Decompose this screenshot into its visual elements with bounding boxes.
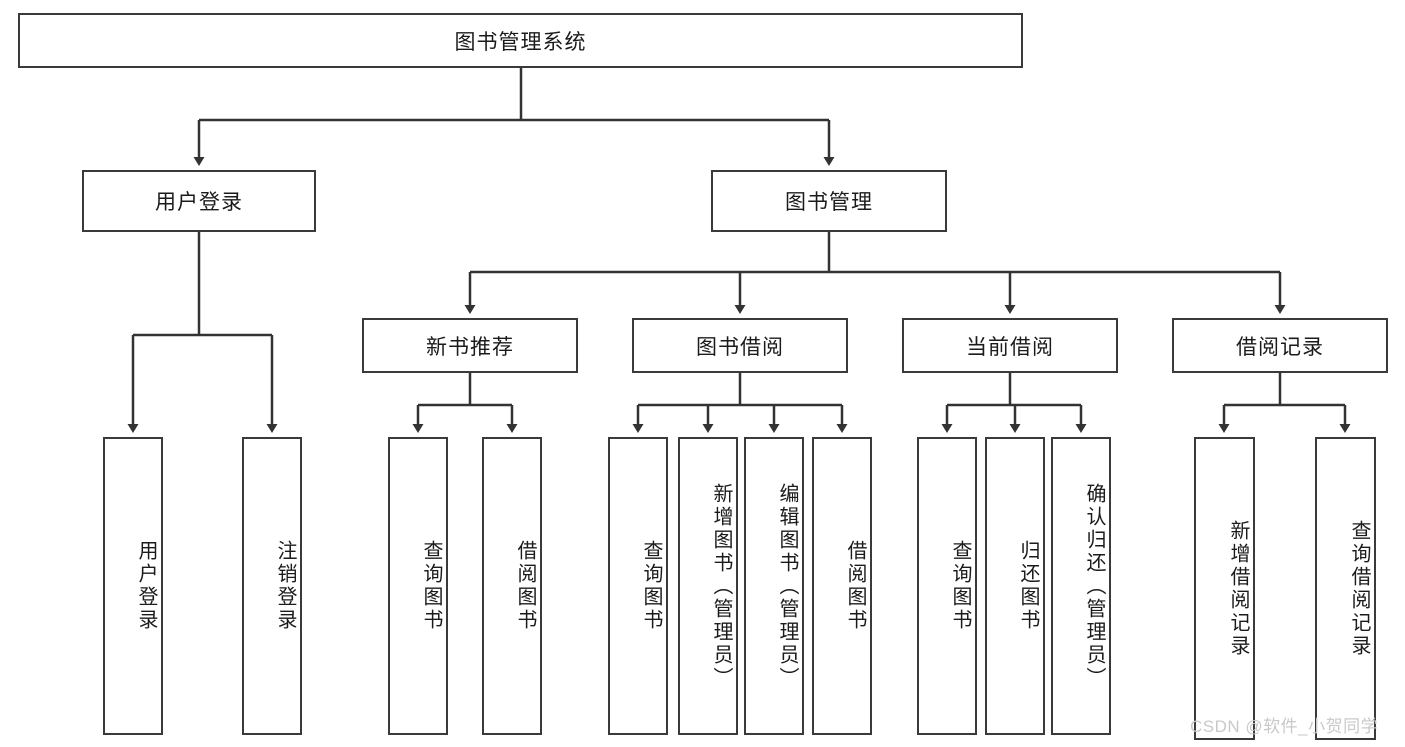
node-label: 查询图书 — [640, 540, 662, 632]
node-label: 用户登录 — [155, 191, 243, 214]
node-label: 图书管理 — [785, 191, 873, 214]
leaf-query-book-borrowing[interactable]: 查询图书 — [608, 437, 668, 735]
node-label: 编辑图书（管理员） — [776, 482, 798, 690]
node-label: 新书推荐 — [426, 335, 514, 359]
leaf-user-login[interactable]: 用户登录 — [103, 437, 163, 735]
node-label: 新增借阅记录 — [1227, 519, 1249, 658]
node-label: 查询借阅记录 — [1348, 519, 1370, 658]
node-label: 借阅图书 — [514, 540, 536, 632]
leaf-query-book-current[interactable]: 查询图书 — [917, 437, 977, 735]
node-label: 新增图书（管理员） — [710, 482, 732, 690]
node-book-management[interactable]: 图书管理 — [711, 170, 947, 232]
node-label: 注销登录 — [274, 540, 296, 632]
leaf-add-book-admin[interactable]: 新增图书（管理员） — [678, 437, 738, 735]
node-label: 归还图书 — [1017, 540, 1039, 632]
leaf-logout[interactable]: 注销登录 — [242, 437, 302, 735]
node-root-book-management-system[interactable]: 图书管理系统 — [18, 13, 1023, 68]
leaf-borrow-book-borrowing[interactable]: 借阅图书 — [812, 437, 872, 735]
leaf-confirm-return-admin[interactable]: 确认归还（管理员） — [1051, 437, 1111, 735]
node-book-borrowing[interactable]: 图书借阅 — [632, 318, 848, 373]
node-label: 图书借阅 — [696, 335, 784, 359]
node-label: 确认归还（管理员） — [1083, 482, 1105, 690]
leaf-edit-book-admin[interactable]: 编辑图书（管理员） — [744, 437, 804, 735]
node-user-login[interactable]: 用户登录 — [82, 170, 316, 232]
csdn-watermark: CSDN @软件_小贺同学 — [1190, 717, 1379, 736]
node-label: 当前借阅 — [966, 335, 1054, 359]
node-label: 查询图书 — [420, 540, 442, 632]
node-label: 查询图书 — [949, 540, 971, 632]
leaf-query-book-recommendation[interactable]: 查询图书 — [388, 437, 448, 735]
node-label: 图书管理系统 — [454, 30, 587, 54]
node-borrow-records[interactable]: 借阅记录 — [1172, 318, 1388, 373]
leaf-return-book[interactable]: 归还图书 — [985, 437, 1045, 735]
node-label: 借阅记录 — [1236, 335, 1324, 359]
node-current-borrowing[interactable]: 当前借阅 — [902, 318, 1118, 373]
leaf-borrow-book-recommendation[interactable]: 借阅图书 — [482, 437, 542, 735]
leaf-add-borrow-record[interactable]: 新增借阅记录 — [1194, 437, 1255, 740]
node-label: 借阅图书 — [844, 540, 866, 632]
leaf-query-borrow-record[interactable]: 查询借阅记录 — [1315, 437, 1376, 740]
node-label: 用户登录 — [135, 540, 157, 632]
node-new-book-recommendation[interactable]: 新书推荐 — [362, 318, 578, 373]
